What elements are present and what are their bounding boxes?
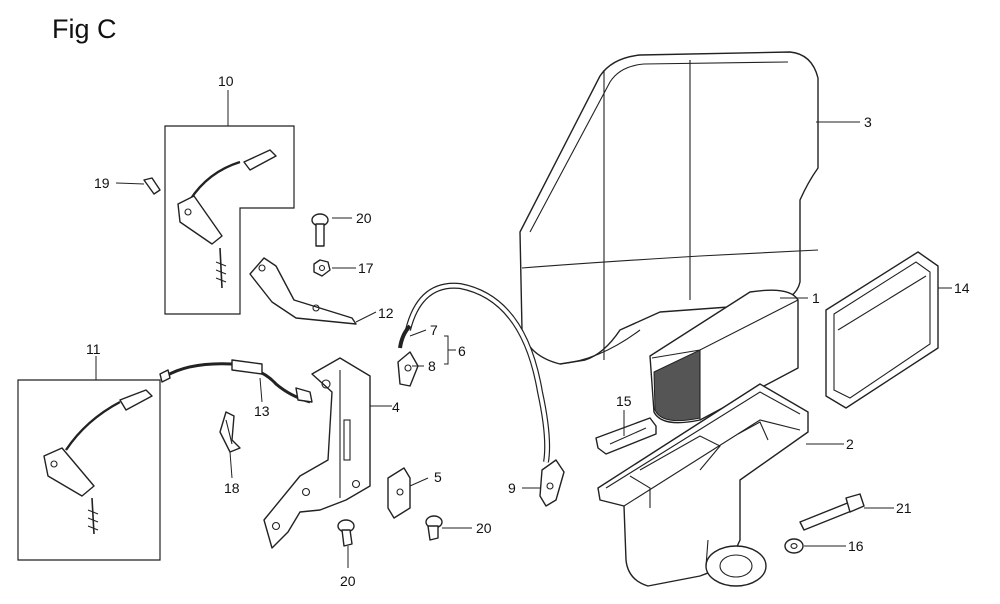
clip-lower — [539, 459, 565, 507]
callout-20-lower-right: 20 — [476, 520, 492, 536]
callout-14: 14 — [954, 280, 970, 296]
callout-21: 21 — [896, 500, 912, 516]
spring-clip — [219, 411, 241, 453]
callout-1: 1 — [812, 290, 820, 306]
callout-2: 2 — [846, 436, 854, 452]
callout-9: 9 — [508, 480, 516, 496]
filter-element — [649, 289, 799, 424]
washer — [784, 538, 804, 554]
bolt — [799, 493, 865, 531]
cable-assembly-upper-box — [164, 125, 295, 315]
callout-12: 12 — [378, 305, 394, 321]
gasket-plate — [825, 251, 939, 409]
bolt-lower-right — [425, 515, 443, 541]
clip-upper — [397, 351, 419, 387]
callout-4: 4 — [392, 399, 400, 415]
callout-19: 19 — [94, 175, 110, 191]
callout-15: 15 — [616, 393, 632, 409]
callout-6: 6 — [458, 343, 466, 359]
callout-3: 3 — [864, 114, 872, 130]
breather-tube — [398, 282, 551, 463]
small-bracket — [595, 417, 657, 455]
callout-7: 7 — [430, 322, 438, 338]
clamp — [387, 467, 411, 519]
cable-assembly-lower-box — [17, 379, 161, 561]
callout-8: 8 — [428, 358, 436, 374]
screw — [143, 177, 161, 195]
callout-18: 18 — [224, 480, 240, 496]
bolt-upper — [311, 213, 329, 247]
figure-title: Fig C — [52, 14, 117, 44]
callout-labels: 1 2 3 4 5 6 7 8 9 10 11 12 13 14 15 16 1… — [86, 73, 970, 589]
callout-16: 16 — [848, 538, 864, 554]
callout-17: 17 — [358, 260, 374, 276]
callout-20-upper: 20 — [356, 210, 372, 226]
leader-lines — [95, 90, 952, 568]
nut — [313, 259, 331, 277]
bolt-lower-left — [337, 519, 355, 547]
callout-20-lower-left: 20 — [340, 573, 356, 589]
air-cleaner-cover — [519, 51, 819, 365]
callout-11: 11 — [86, 341, 101, 357]
air-cleaner-base — [597, 383, 809, 587]
control-bracket — [263, 357, 371, 549]
callout-13: 13 — [254, 403, 270, 419]
callout-10: 10 — [218, 73, 234, 89]
cable-stay — [249, 257, 357, 325]
control-cable — [159, 359, 313, 404]
callout-5: 5 — [434, 469, 442, 485]
